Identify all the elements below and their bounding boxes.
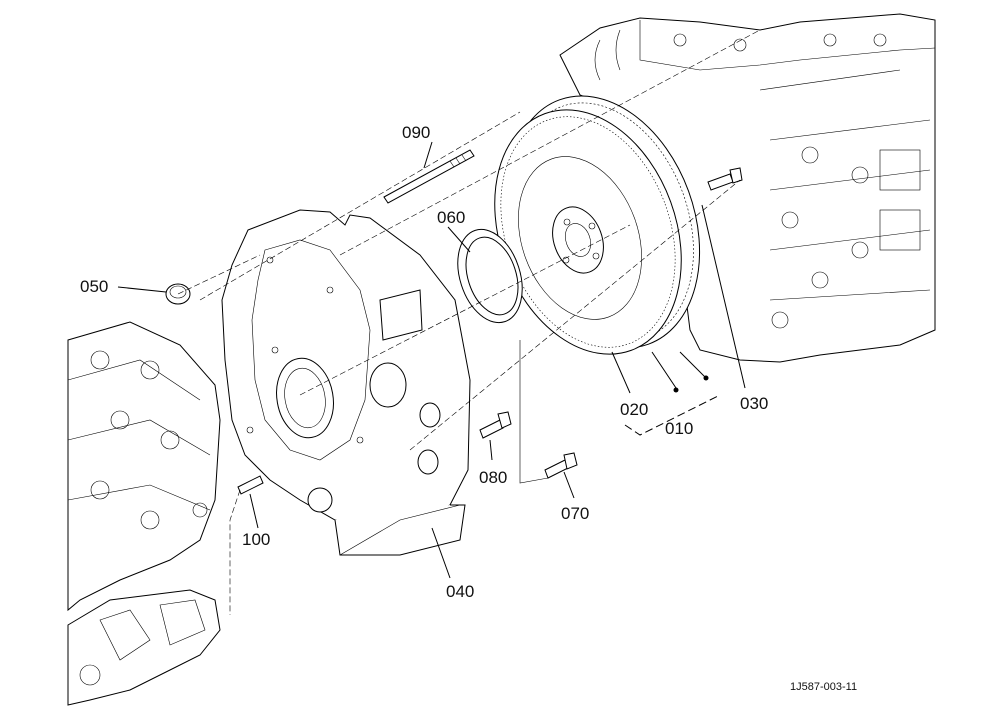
callout-050: 050 — [80, 277, 108, 296]
oil-seal — [457, 228, 523, 324]
flywheel-bolt — [707, 167, 743, 191]
bolt-070 — [544, 452, 578, 479]
alignment-lines — [177, 29, 761, 615]
stud-100 — [237, 475, 264, 495]
callout-080: 080 — [479, 468, 507, 487]
callout-070: 070 — [561, 504, 589, 523]
callout-040: 040 — [446, 582, 474, 601]
engine-block — [67, 321, 221, 612]
callout-090: 090 — [402, 123, 430, 142]
flywheel — [494, 95, 701, 355]
callout-030: 030 — [740, 394, 768, 413]
crankshaft — [67, 589, 221, 706]
callout-labels: 090 060 050 020 010 030 080 070 100 040 — [80, 123, 768, 601]
callout-020: 020 — [620, 400, 648, 419]
flywheel-housing — [221, 209, 471, 556]
callout-060: 060 — [437, 208, 465, 227]
callout-010: 010 — [665, 419, 693, 438]
leader-lines — [117, 141, 746, 579]
bolt-080 — [479, 411, 512, 439]
stud-bolt — [383, 149, 475, 204]
callout-100: 100 — [242, 530, 270, 549]
drawing-reference-number: 1J587-003-11 — [790, 681, 857, 693]
